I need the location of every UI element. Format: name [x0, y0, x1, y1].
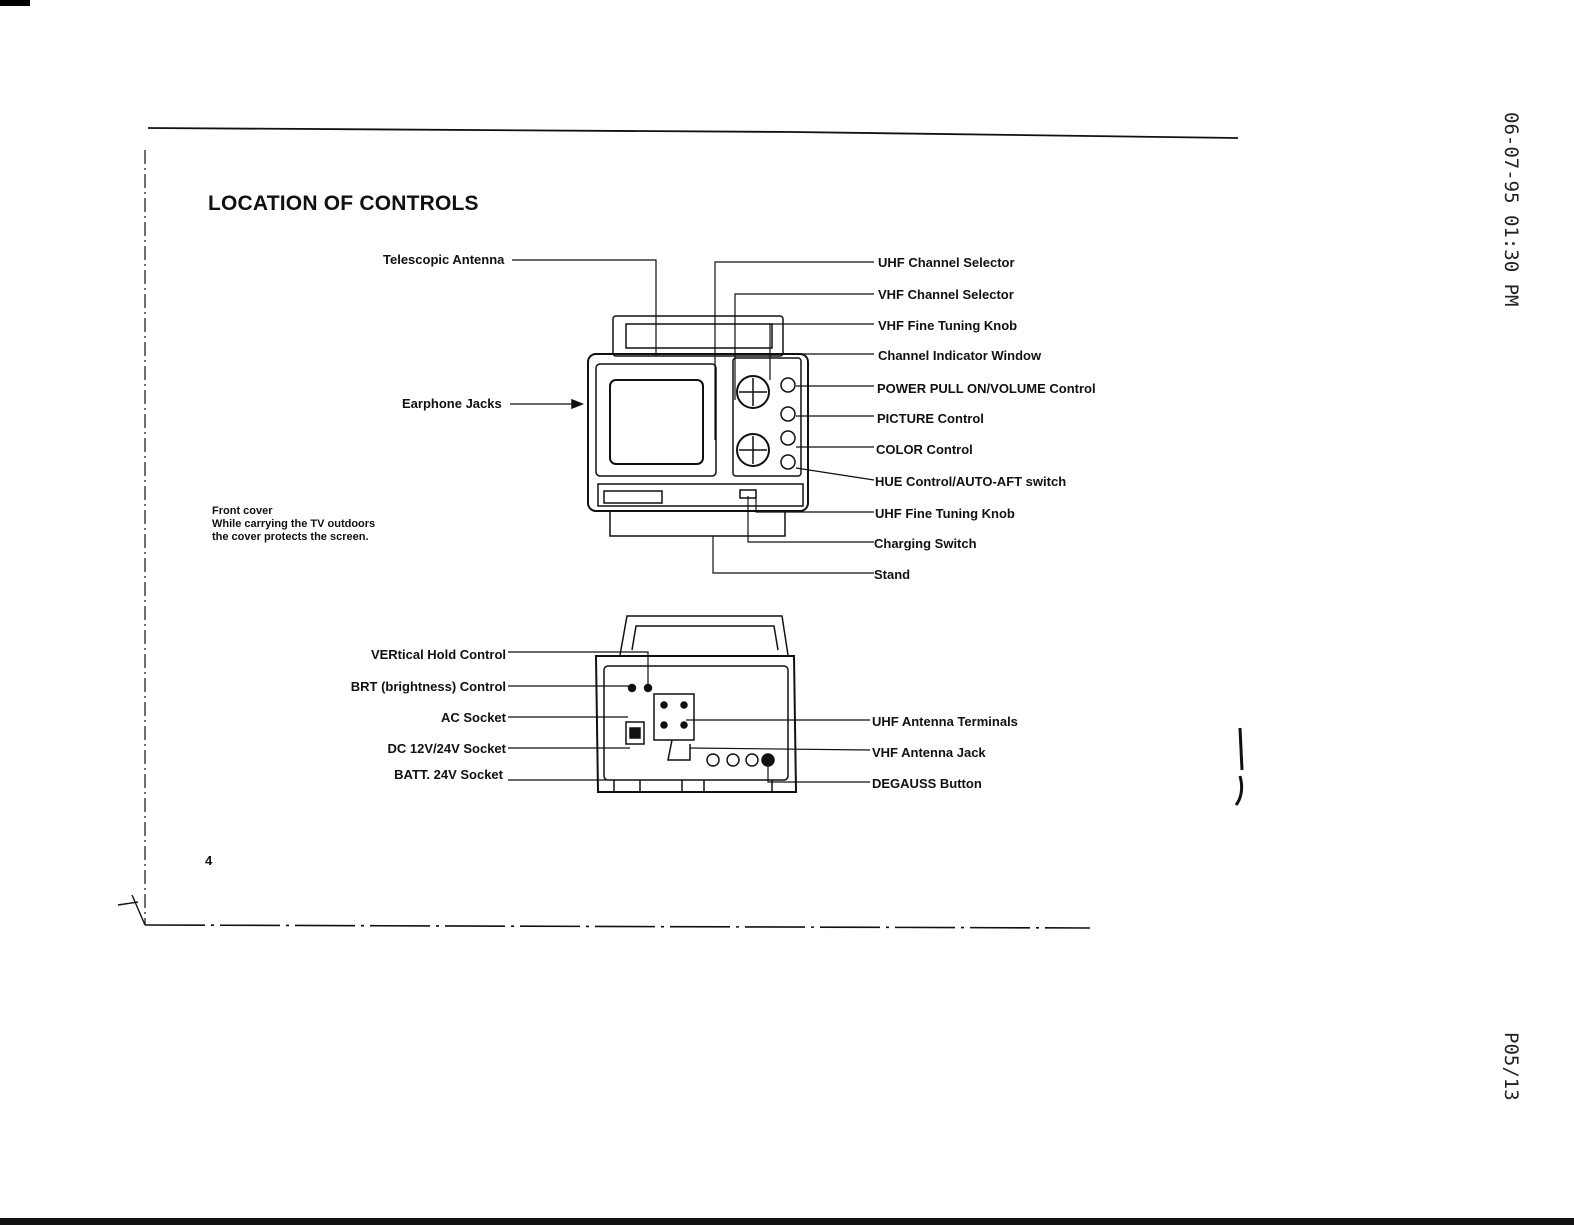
rear-jack-3: [745, 753, 759, 767]
scan-bottom-edge: [0, 1218, 1574, 1225]
label-vertical-hold: VERtical Hold Control: [370, 647, 506, 662]
picture-knob: [780, 406, 796, 422]
uhf-selector-knob: [736, 375, 770, 409]
front-tv-drawing: [587, 315, 809, 537]
label-channel-indicator-window: Channel Indicator Window: [878, 348, 1042, 363]
label-power-volume-control: POWER PULL ON/VOLUME Control: [877, 381, 1096, 396]
label-degauss-button: DEGAUSS Button: [872, 776, 982, 791]
label-picture-control: PICTURE Control: [877, 411, 984, 426]
front-cover-note: Front cover While carrying the TV outdoo…: [212, 505, 375, 544]
rear-jack-2: [726, 753, 740, 767]
label-batt-socket: BATT. 24V Socket: [394, 767, 503, 782]
hue-knob: [780, 454, 796, 470]
degauss-button: [761, 753, 775, 767]
note-line-2: the cover protects the screen.: [212, 531, 369, 543]
rear-tv-drawing: [594, 615, 798, 793]
label-hue-control: HUE Control/AUTO-AFT switch: [875, 474, 1067, 489]
fax-header-timestamp: 06-07-95 01:30 PM: [1500, 112, 1522, 307]
scan-corner-mark: [0, 0, 30, 6]
front-handle: [612, 315, 784, 357]
label-telescopic-antenna: Telescopic Antenna: [383, 252, 505, 267]
label-color-control: COLOR Control: [876, 442, 973, 457]
label-earphone-jacks: Earphone Jacks: [402, 396, 502, 411]
bottom-left-curl: [117, 894, 146, 926]
front-lower-panel: [597, 483, 804, 507]
front-bezel: [595, 363, 717, 477]
fax-page-count: P05/13: [1500, 1032, 1522, 1101]
color-knob: [780, 430, 796, 446]
label-uhf-fine-tuning-knob: UHF Fine Tuning Knob: [875, 506, 1015, 521]
vhf-selector-knob: [736, 433, 770, 467]
label-uhf-channel-selector: UHF Channel Selector: [878, 255, 1015, 270]
front-screen: [609, 379, 704, 465]
rear-handle: [619, 615, 789, 656]
note-line-1: While carrying the TV outdoors: [212, 518, 376, 530]
label-ac-socket: AC Socket: [440, 710, 506, 725]
front-leader-lines: [510, 259, 875, 574]
uhf-terminal-block: [653, 693, 695, 741]
top-rule: [147, 126, 1239, 139]
label-vhf-channel-selector: VHF Channel Selector: [878, 287, 1014, 302]
label-uhf-antenna-terminals: UHF Antenna Terminals: [872, 714, 1018, 729]
power-volume-knob: [780, 377, 796, 393]
label-vhf-fine-tuning-knob: VHF Fine Tuning Knob: [878, 318, 1018, 333]
rear-leader-lines: [508, 651, 871, 783]
front-cabinet: [587, 353, 809, 512]
ac-socket: [625, 721, 645, 745]
front-stand: [609, 510, 786, 537]
rear-jack-1: [706, 753, 720, 767]
page-title: LOCATION OF CONTROLS: [208, 192, 479, 215]
label-vhf-antenna-jack: VHF Antenna Jack: [872, 745, 986, 760]
rear-cabinet: [594, 655, 798, 793]
label-charging-switch: Charging Switch: [874, 536, 977, 551]
rear-panel: [603, 665, 789, 781]
label-stand: Stand: [874, 567, 911, 582]
bottom-rule: [144, 924, 1091, 929]
label-dc-socket: DC 12V/24V Socket: [387, 741, 506, 756]
label-brt-control: BRT (brightness) Control: [350, 679, 506, 694]
note-heading: Front cover: [212, 505, 273, 517]
page-number: 4: [205, 853, 213, 868]
